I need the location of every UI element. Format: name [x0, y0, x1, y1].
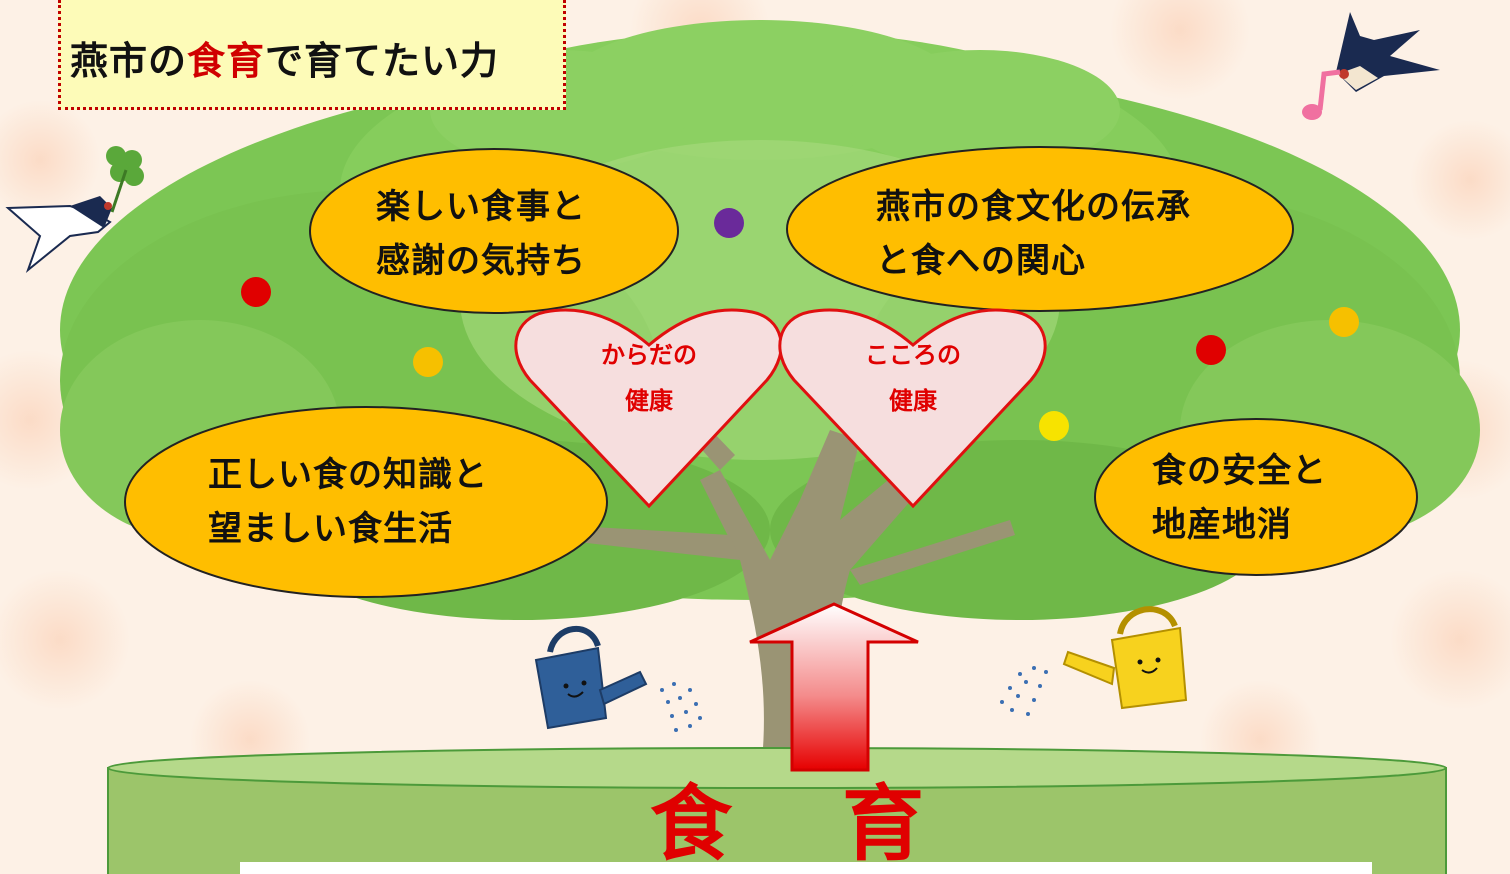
clover-icon: [106, 146, 144, 213]
watering-can-icon: [534, 626, 702, 732]
heart-right-label: こころの 健康: [853, 332, 973, 424]
oval-text-line: 感謝の気持ち: [376, 241, 586, 281]
heart-left: [514, 308, 783, 509]
music-note-icon: [1302, 69, 1341, 120]
oval-text-line: 食の安全と: [1152, 451, 1327, 491]
heart-text-line: 健康: [889, 387, 937, 415]
heart-left-label: からだの 健康: [589, 332, 709, 424]
oval-text-line: と食への関心: [876, 241, 1086, 281]
oval-mid-right: 食の安全と 地産地消: [1152, 444, 1327, 552]
title-part2: で育てたい力: [265, 39, 500, 83]
fruit-dots: [241, 208, 1359, 441]
base-label: 食育: [650, 777, 1035, 872]
oval-text-line: 望ましい食生活: [208, 509, 453, 549]
ovals: [124, 146, 1418, 598]
watering-can-icon: [1000, 606, 1188, 716]
heart-text-line: こころの: [865, 341, 961, 369]
heart-text-line: からだの: [601, 341, 697, 369]
oval-mid-left: 正しい食の知識と 望ましい食生活: [208, 448, 488, 556]
heart-right: [778, 308, 1047, 509]
up-arrow-icon: [749, 602, 919, 772]
title-part1: 燕市の: [70, 39, 188, 83]
oval-text-line: 地産地消: [1152, 505, 1292, 545]
base-platform: [107, 747, 1447, 874]
hearts: [514, 308, 1047, 509]
oval-text-line: 正しい食の知識と: [208, 455, 488, 495]
title-accent: 食育: [187, 39, 266, 83]
heart-text-line: 健康: [625, 387, 673, 415]
title-box: [58, 0, 566, 110]
swallow-icon: [5, 196, 112, 274]
oval-text-line: 燕市の食文化の伝承: [876, 187, 1191, 227]
oval-top-left: 楽しい食事と 感謝の気持ち: [376, 180, 586, 288]
page-title: 燕市の食育で育てたい力: [70, 30, 499, 85]
oval-top-right: 燕市の食文化の伝承 と食への関心: [876, 180, 1191, 288]
oval-text-line: 楽しい食事と: [376, 187, 586, 227]
swallow-icon: [1336, 12, 1440, 92]
